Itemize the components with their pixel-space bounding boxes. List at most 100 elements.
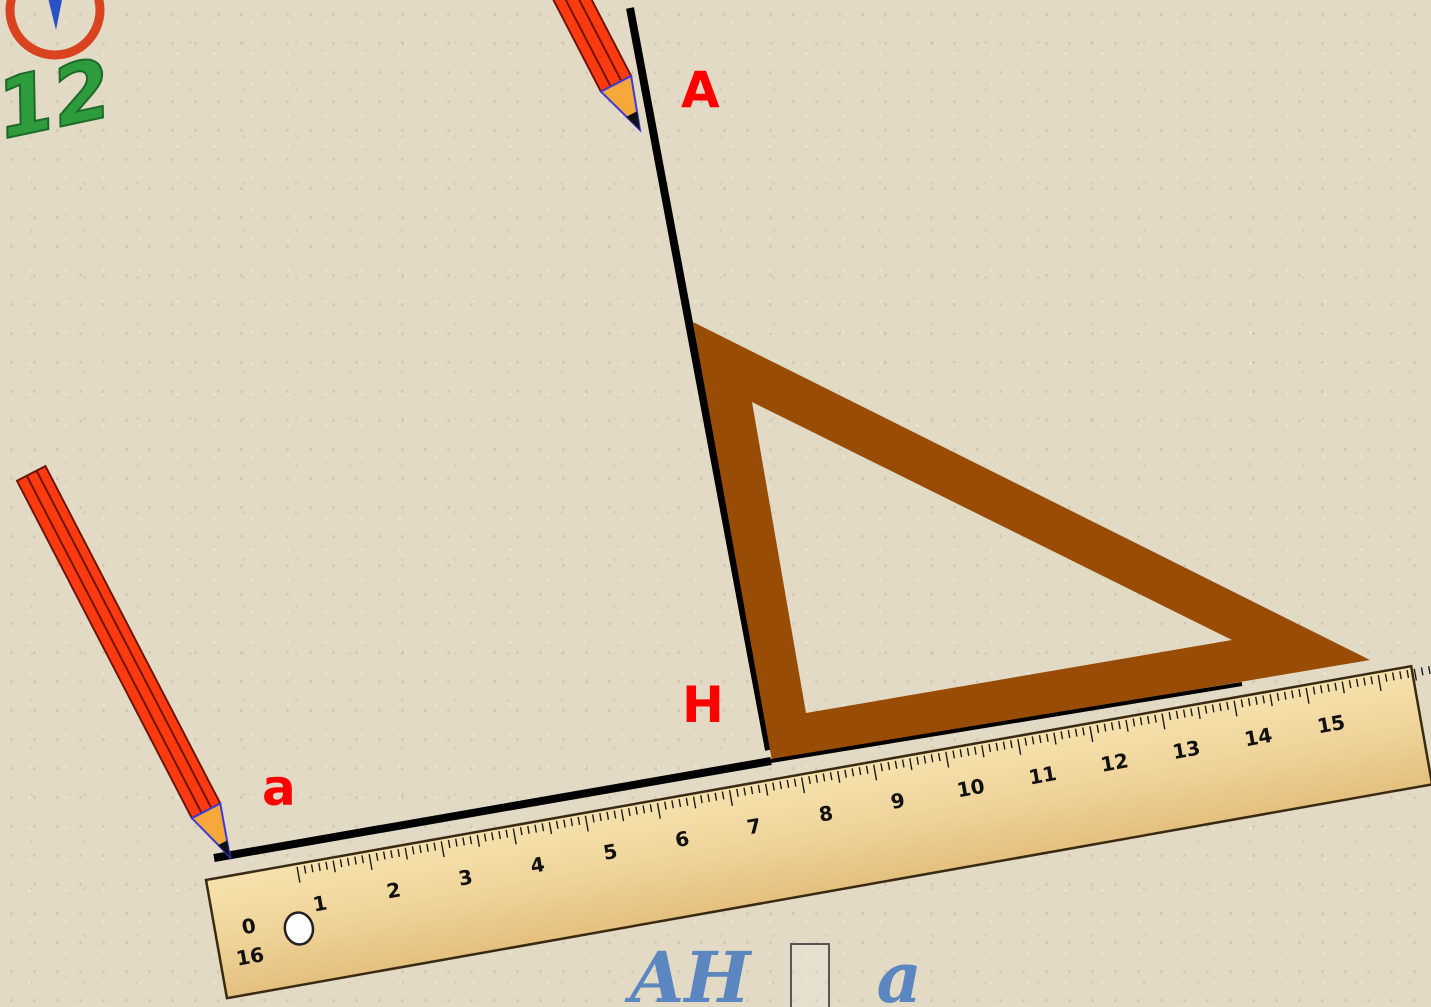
perpendicular-formula: AH a — [630, 938, 922, 1007]
ruler-tick — [721, 791, 725, 800]
ruler-tick — [649, 804, 653, 813]
perpendicular-line-ah — [626, 7, 773, 751]
ruler-tick — [462, 837, 465, 846]
ruler-tick — [880, 763, 884, 772]
ruler-tick — [375, 852, 379, 861]
ruler-tick — [1399, 671, 1402, 680]
ruler-number-14: 14 — [1242, 723, 1274, 751]
ruler-tick — [1348, 680, 1352, 689]
ruler-tick — [1391, 672, 1395, 681]
ruler-tick — [664, 801, 667, 810]
ruler-number-8: 8 — [817, 801, 835, 827]
ruler-tick — [1291, 690, 1294, 699]
ruler-tick — [865, 765, 869, 774]
ruler-tick — [1218, 703, 1222, 712]
ruler-tick — [577, 816, 581, 826]
ruler-tick — [433, 842, 437, 851]
ruler-tick — [1255, 696, 1258, 705]
ruler-tick — [613, 810, 617, 819]
ruler-tick — [1053, 732, 1057, 745]
ruler-tick — [800, 777, 806, 794]
ruler-tick — [1406, 669, 1410, 678]
ruler-tick — [1009, 740, 1013, 749]
ruler-tick — [1118, 720, 1121, 730]
ruler-tick — [786, 779, 790, 788]
ruler-tick — [318, 862, 321, 872]
ruler-tick — [1384, 673, 1388, 682]
ruler-tick — [1110, 722, 1114, 731]
ruler-tick — [1298, 689, 1302, 698]
ruler-tick — [447, 839, 451, 849]
ruler-tick — [1312, 686, 1316, 695]
ruler-tick — [310, 864, 314, 873]
ruler-tick — [354, 856, 357, 865]
ruler-hole — [283, 911, 315, 946]
ruler-tick — [844, 769, 847, 778]
ruler-number-10: 10 — [955, 774, 987, 802]
ruler-number-3: 3 — [457, 865, 475, 891]
ruler-tick — [743, 787, 747, 796]
ruler-tick — [930, 754, 934, 763]
ruler-tick — [1283, 691, 1287, 700]
ruler-tick — [937, 752, 941, 762]
ruler-tick — [418, 845, 422, 854]
ruler-tick — [873, 764, 878, 781]
ruler-tick — [1204, 705, 1208, 714]
ruler-tick — [707, 793, 711, 802]
ruler-tick — [505, 829, 509, 838]
ruler-tick — [952, 750, 956, 759]
ruler-tick — [1427, 666, 1431, 675]
ruler-tick — [1327, 683, 1330, 693]
ruler-number-16: 16 — [234, 942, 266, 970]
ruler-tick — [923, 755, 927, 764]
ruler-tick — [894, 760, 898, 769]
ruler-tick — [426, 843, 429, 852]
ruler-number-1: 1 — [311, 890, 329, 916]
ruler-tick — [858, 767, 862, 776]
line-a-label: a — [262, 759, 296, 817]
ruler-tick — [1211, 704, 1215, 713]
ruler-tick — [534, 824, 538, 833]
ruler-number-13: 13 — [1171, 736, 1203, 764]
ruler-tick — [764, 783, 769, 796]
ruler-tick — [988, 744, 992, 753]
ruler-tick — [1125, 719, 1129, 732]
clock-icon: 12 — [0, 0, 121, 159]
ruler-tick — [483, 833, 487, 842]
ruler-tick — [635, 806, 638, 815]
ruler-tick — [851, 768, 855, 777]
ruler-tick — [995, 742, 999, 751]
ruler-tick — [901, 759, 905, 768]
ruler-tick — [1420, 667, 1424, 676]
ruler-tick — [1370, 676, 1374, 685]
ruler-tick — [527, 825, 530, 834]
ruler-tick — [822, 773, 826, 782]
ruler-tick — [541, 823, 545, 832]
ruler-tick — [736, 788, 739, 797]
ruler-number-9: 9 — [889, 788, 907, 814]
ruler-tick — [692, 796, 697, 809]
ruler-tick — [945, 751, 950, 768]
ruler-tick — [1190, 708, 1193, 717]
ruler-tick — [599, 813, 602, 822]
ruler-tick — [793, 778, 797, 787]
ruler-tick — [916, 756, 920, 765]
ruler-tick — [1146, 715, 1150, 725]
ruler-tick — [1045, 733, 1049, 742]
ruler-tick — [728, 790, 734, 807]
ruler-tick — [772, 782, 775, 791]
ruler-tick — [909, 758, 913, 771]
ruler-tick — [1276, 692, 1280, 701]
ruler-number-2: 2 — [385, 877, 403, 903]
ruler-tick — [815, 774, 819, 783]
ruler-tick — [1017, 738, 1022, 755]
ruler-tick — [714, 792, 718, 801]
ruler-tick — [491, 832, 494, 841]
ruler-tick — [570, 818, 574, 827]
ruler-tick — [1341, 681, 1345, 694]
ruler-tick — [1161, 713, 1166, 730]
svg-text:12: 12 — [0, 41, 120, 158]
ruler-tick — [1132, 718, 1136, 727]
ruler-tick — [1139, 717, 1143, 726]
